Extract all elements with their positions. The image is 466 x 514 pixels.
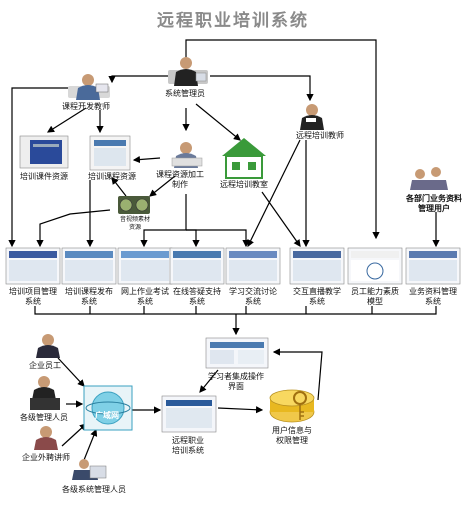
remote-system-line-2: 培训系统	[172, 446, 204, 455]
course-resources-label: 培训课程资源	[88, 172, 136, 181]
employee-person-icon	[36, 334, 60, 358]
classroom-label: 远程培训教室	[220, 180, 268, 189]
courseware-screen-icon	[19, 135, 69, 169]
system-online-exam-line-2: 系统	[137, 297, 153, 306]
system-discussion-label: 学习交流讨论系统	[220, 287, 286, 307]
system-course-publish-label: 培训课程发布系统	[56, 287, 122, 307]
remote-system-line-1: 远程职业	[172, 436, 204, 445]
diagram-title: 远程职业培训系统	[157, 11, 309, 31]
system-live-teaching-screen-icon	[289, 247, 345, 285]
user-auth-key-icon	[269, 389, 315, 423]
av-material-line-2: 资源	[128, 224, 141, 231]
system-live-teaching-line-2: 系统	[309, 297, 325, 306]
system-course-publish-line-1: 培训课程发布	[65, 287, 113, 296]
employee-label: 企业员工	[29, 361, 61, 370]
system-online-exam-label: 网上作业考试系统	[112, 287, 178, 307]
system-competency-model-label: 员工能力素质模型	[342, 287, 408, 307]
course-resources-screen-icon	[89, 135, 131, 171]
av-material-line-1: 音视频素材	[119, 216, 150, 223]
user-auth-line-2: 权限管理	[276, 436, 308, 445]
system-competency-model-screen-icon	[347, 247, 403, 285]
system-discussion-screen-icon	[225, 247, 281, 285]
integration-ui-label: 学习者集成操作 界面	[200, 372, 272, 392]
dev-teacher-person-icon	[68, 74, 110, 100]
remote-teacher-person-icon	[300, 104, 324, 130]
system-project-mgmt-label: 培训项目管理系统	[0, 287, 66, 307]
system-online-qa-screen-icon	[169, 247, 225, 285]
systems-row	[5, 247, 461, 285]
av-material-label: 音视频素材 资源	[110, 216, 160, 232]
dept-users-people-icon	[410, 167, 448, 190]
integration-ui-line-1: 学习者集成操作	[208, 372, 264, 381]
user-auth-line-1: 用户信息与	[272, 426, 312, 435]
connector-lines	[8, 39, 440, 461]
resource-process-line-2: 制作	[172, 180, 188, 189]
system-competency-model-line-1: 员工能力素质	[351, 287, 399, 296]
remote-system-screen-icon	[161, 395, 217, 433]
dept-users-line-2: 管理用户	[418, 204, 450, 213]
dev-teacher-label: 课程开发教师	[62, 102, 110, 111]
remote-system-label: 远程职业 培训系统	[158, 436, 218, 456]
dept-users-line-1: 各部门业务资料	[406, 194, 462, 203]
system-project-mgmt-line-1: 培训项目管理	[9, 287, 57, 296]
lecturer-label: 企业外聘讲师	[22, 453, 70, 462]
system-business-docs-line-1: 业务资料管理	[409, 287, 457, 296]
resource-process-line-1: 课程资源加工	[156, 170, 204, 179]
user-auth-label: 用户信息与 权限管理	[262, 426, 322, 446]
av-material-reel-icon	[118, 196, 150, 214]
managers-label: 各级管理人员	[20, 413, 68, 422]
system-business-docs-screen-icon	[405, 247, 461, 285]
resource-process-label: 课程资源加工 制作	[150, 170, 210, 190]
sys-admins-label: 各级系统管理人员	[62, 485, 126, 494]
system-course-publish-line-2: 系统	[81, 297, 97, 306]
admin-person-icon	[168, 57, 208, 86]
integration-ui-line-2: 界面	[228, 382, 244, 391]
system-course-publish-screen-icon	[61, 247, 117, 285]
wan-globe-icon	[83, 385, 133, 431]
system-live-teaching-label: 交互直播教学系统	[284, 287, 350, 307]
courseware-label: 培训课件资源	[20, 172, 68, 181]
system-online-exam-line-1: 网上作业考试	[121, 287, 169, 296]
system-competency-model-line-2: 模型	[367, 297, 383, 306]
system-project-mgmt-screen-icon	[5, 247, 61, 285]
sys-admins-person-icon	[72, 459, 107, 480]
system-online-qa-label: 在线答疑支持系统	[164, 287, 230, 307]
system-project-mgmt-line-2: 系统	[25, 297, 41, 306]
system-business-docs-label: 业务资料管理系统	[400, 287, 466, 307]
managers-person-icon	[30, 376, 60, 410]
lecturer-person-icon	[34, 426, 58, 450]
system-online-exam-screen-icon	[117, 247, 173, 285]
wan-label: 广域网	[95, 411, 119, 420]
system-online-qa-line-2: 系统	[189, 297, 205, 306]
system-business-docs-line-2: 系统	[425, 297, 441, 306]
system-discussion-line-1: 学习交流讨论	[229, 287, 277, 296]
admin-label: 系统管理员	[165, 89, 205, 98]
remote-teacher-label: 远程培训教师	[296, 131, 344, 140]
process-person-icon	[171, 142, 203, 168]
dept-users-label: 各部门业务资料 管理用户	[402, 194, 466, 214]
system-live-teaching-line-1: 交互直播教学	[293, 287, 341, 296]
classroom-house-icon	[222, 138, 266, 179]
system-online-qa-line-1: 在线答疑支持	[173, 287, 221, 296]
integration-ui-screen-icon	[205, 337, 269, 369]
system-discussion-line-2: 系统	[245, 297, 261, 306]
